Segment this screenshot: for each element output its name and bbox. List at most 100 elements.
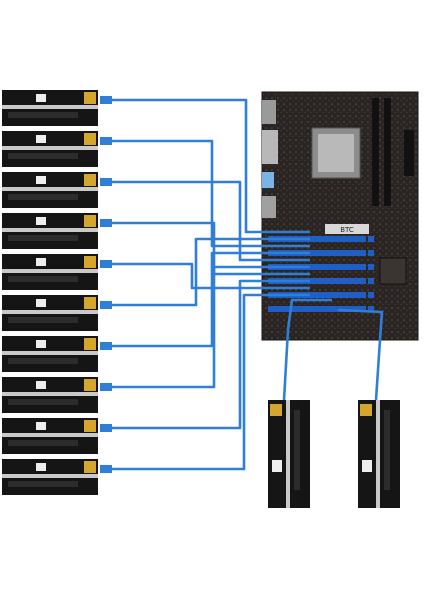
riser-chip [36,258,46,266]
riser-bracket [2,433,98,437]
riser-slot [8,440,78,446]
riser-slot [8,112,78,118]
usb-plug [100,465,112,473]
board-label [325,224,369,234]
riser-bracket [2,351,98,355]
cpu-socket-lid [318,134,354,172]
riser-bracket [376,400,380,508]
riser-bracket [2,228,98,232]
riser-slot [8,194,78,200]
pcie-slot-end [368,264,374,270]
usb-cable [106,251,310,348]
riser-card [2,131,98,167]
riser-connector [84,133,96,145]
power-connector [404,130,414,176]
usb-cable [106,293,310,471]
riser-card [268,400,310,508]
riser-card [2,418,98,454]
riser-connector [84,92,96,104]
pcie-slot [268,250,366,256]
riser-slot [8,276,78,282]
riser-card [2,213,98,249]
pcie-slot-end [368,278,374,284]
riser-bracket [2,146,98,150]
usb-port [262,172,274,188]
riser-slot [8,481,78,487]
riser-card [2,172,98,208]
usb-cable [106,262,310,290]
riser-card [2,459,98,495]
usb-cable [106,265,310,389]
riser-card [2,377,98,413]
usb-plug [100,137,112,145]
pcie-slot [268,264,366,270]
riser-connector [84,420,96,432]
ram-slot [372,98,379,206]
riser-slot [8,153,78,159]
usb-plug [100,219,112,227]
usb-cable-group [100,96,384,473]
pcie-slot-end [368,236,374,242]
usb-plug [100,260,112,268]
riser-connector [84,338,96,350]
chipset-heatsink [379,257,407,285]
usb-cable [106,98,310,234]
riser-connector [84,215,96,227]
pcie-slot [268,236,366,242]
riser-chip [36,135,46,143]
riser-connector [84,256,96,268]
riser-chip [36,422,46,430]
pcie-slot [268,306,366,312]
lan-port [262,196,276,218]
riser-bracket [286,400,290,508]
usb-cable [106,279,310,430]
usb-cable [282,298,332,401]
pcie-slot [268,278,366,284]
pcie-slot [268,292,366,298]
riser-bracket [2,187,98,191]
riser-bracket [2,310,98,314]
riser-slot [8,235,78,241]
usb-plug [100,301,112,309]
riser-connector [360,404,372,416]
riser-chip [36,463,46,471]
usb-plug [100,424,112,432]
ram-slot [384,98,391,206]
riser-chip [362,460,372,472]
riser-bracket [2,474,98,478]
riser-chip [36,381,46,389]
usb-plug [100,342,112,350]
riser-connector [84,174,96,186]
riser-bracket [2,269,98,273]
riser-chip [36,94,46,102]
usb-plug [100,178,112,186]
io-port [262,100,276,124]
pcie-slot-end [368,250,374,256]
riser-slot [384,410,390,490]
riser-card-column [2,90,98,495]
riser-bracket [2,392,98,396]
riser-slot [294,410,300,490]
usb-cable [106,180,310,262]
usb-plug [100,383,112,391]
pcie-slot-end [368,292,374,298]
riser-card [2,90,98,126]
riser-chip [36,217,46,225]
riser-chip [272,460,282,472]
riser-card [2,336,98,372]
riser-card-pair [268,400,400,508]
riser-card [358,400,400,508]
riser-slot [8,358,78,364]
riser-connector [84,379,96,391]
riser-connector [84,461,96,473]
usb-cable [106,221,310,276]
riser-chip [36,299,46,307]
riser-slot [8,399,78,405]
riser-bracket [2,105,98,109]
riser-card [2,254,98,290]
usb-plug [100,96,112,104]
riser-connector [84,297,96,309]
usb-cable [337,308,384,401]
